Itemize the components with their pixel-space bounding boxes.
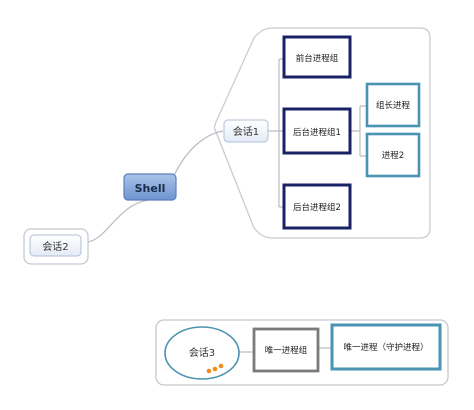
shell-label: Shell	[135, 182, 166, 195]
marker-dot-icon	[212, 366, 218, 372]
process2-node[interactable]: 进程2	[365, 132, 421, 178]
daemon-process-label: 唯一进程（守护进程）	[343, 342, 428, 353]
foreground-group-node[interactable]: 前台进程组	[282, 35, 352, 79]
session2-node[interactable]: 会话2	[29, 234, 82, 257]
connector-shell-session1	[171, 130, 224, 181]
background-group2-label: 后台进程组2	[293, 202, 341, 213]
connector-group1-processes	[350, 105, 367, 157]
process2-label: 进程2	[382, 151, 404, 161]
connector-session1-groups	[268, 58, 284, 208]
foreground-group-label: 前台进程组	[296, 53, 339, 64]
session2-label: 会话2	[42, 240, 68, 253]
daemon-process-node[interactable]: 唯一进程（守护进程）	[330, 323, 442, 371]
shell-root-node[interactable]: Shell	[123, 173, 177, 201]
unique-group-label: 唯一进程组	[265, 345, 308, 356]
session1-label: 会话1	[233, 125, 259, 138]
session1-node[interactable]: 会话1	[223, 119, 269, 143]
background-group2-node[interactable]: 后台进程组2	[282, 183, 352, 230]
marker-dot-icon	[206, 368, 212, 374]
leader-process-label: 组长进程	[376, 100, 411, 111]
leader-process-node[interactable]: 组长进程	[365, 82, 421, 128]
unique-group-node[interactable]: 唯一进程组	[252, 327, 320, 373]
marker-dot-icon	[218, 363, 224, 369]
connector-shell-session2	[87, 199, 149, 243]
background-group1-node[interactable]: 后台进程组1	[282, 107, 352, 155]
background-group1-label: 后台进程组1	[293, 127, 341, 138]
session3-node[interactable]: 会话3	[164, 326, 240, 380]
session3-label: 会话3	[189, 346, 215, 359]
